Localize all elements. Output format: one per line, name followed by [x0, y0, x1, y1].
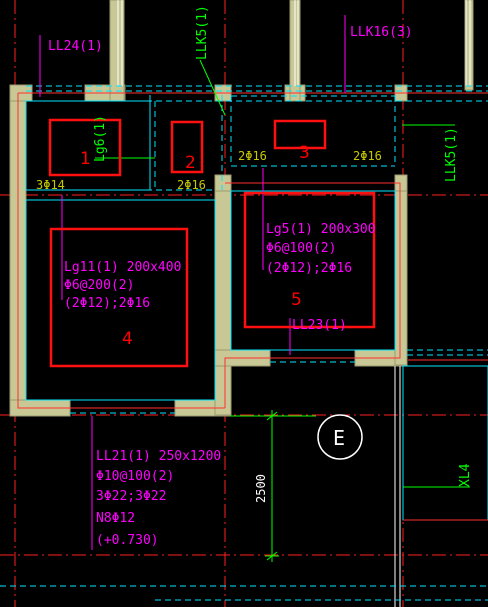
walls — [9, 0, 474, 417]
label-xl4: XL4 — [458, 463, 473, 487]
label-lg11-line3: (2Φ12);2Φ16 — [64, 296, 150, 311]
highlight-boxes — [48, 118, 376, 368]
dimension-text-2500: 2500 — [254, 474, 268, 503]
label-llk5-top: LLK5(1) — [195, 5, 210, 60]
rebar-lines — [17, 92, 488, 521]
box-4 — [49, 227, 189, 368]
dimension-2500 — [230, 410, 316, 562]
label-lg5-line1: Lg5(1) 200x300 — [266, 222, 376, 237]
box-3 — [273, 119, 327, 150]
leaders-green — [95, 59, 470, 488]
label-ll21-line3: 3Φ22;3Φ22 — [96, 489, 166, 504]
label-2phi16-mid: 2Φ16 — [177, 178, 206, 192]
box-number: 1 — [80, 149, 91, 169]
label-2phi16-left: 2Φ16 — [238, 149, 267, 163]
leaders-magenta — [39, 15, 346, 550]
label-ll21-line1: LL21(1) 250x1200 — [96, 449, 221, 464]
box-1 — [48, 118, 122, 177]
label-ll23: LL23(1) — [292, 318, 347, 333]
box-number: 3 — [299, 143, 310, 163]
label-ll21-line4: N8Φ12 — [96, 511, 135, 526]
label-ll24: LL24(1) — [48, 39, 103, 54]
label-llk16: LLK16(3) — [350, 25, 413, 40]
box-number: 5 — [291, 290, 302, 310]
label-lg11-line1: Lg11(1) 200x400 — [64, 260, 181, 275]
label-ll21-line2: Φ10@100(2) — [96, 469, 174, 484]
grid-bubble-e — [317, 414, 363, 460]
label-ll21-line5: (+0.730) — [96, 533, 159, 548]
box-number: 2 — [185, 153, 196, 173]
label-2phi16-right: 2Φ16 — [353, 149, 382, 163]
label-lg6: Lg6(1) — [93, 115, 108, 162]
structure-outlines — [117, 0, 471, 607]
label-3phi14: 3Φ14 — [36, 178, 65, 192]
box-2 — [170, 120, 204, 174]
label-lg11-line2: Φ6@200(2) — [64, 278, 134, 293]
box-5 — [243, 191, 376, 329]
box-number: 4 — [122, 329, 133, 349]
label-llk5-right: LLK5(1) — [444, 127, 459, 182]
grid-label-e: E — [333, 426, 345, 450]
label-lg5-line3: (2Φ12);2Φ16 — [266, 261, 352, 276]
beam-dashes — [0, 85, 488, 601]
label-lg5-line2: Φ6@100(2) — [266, 241, 336, 256]
